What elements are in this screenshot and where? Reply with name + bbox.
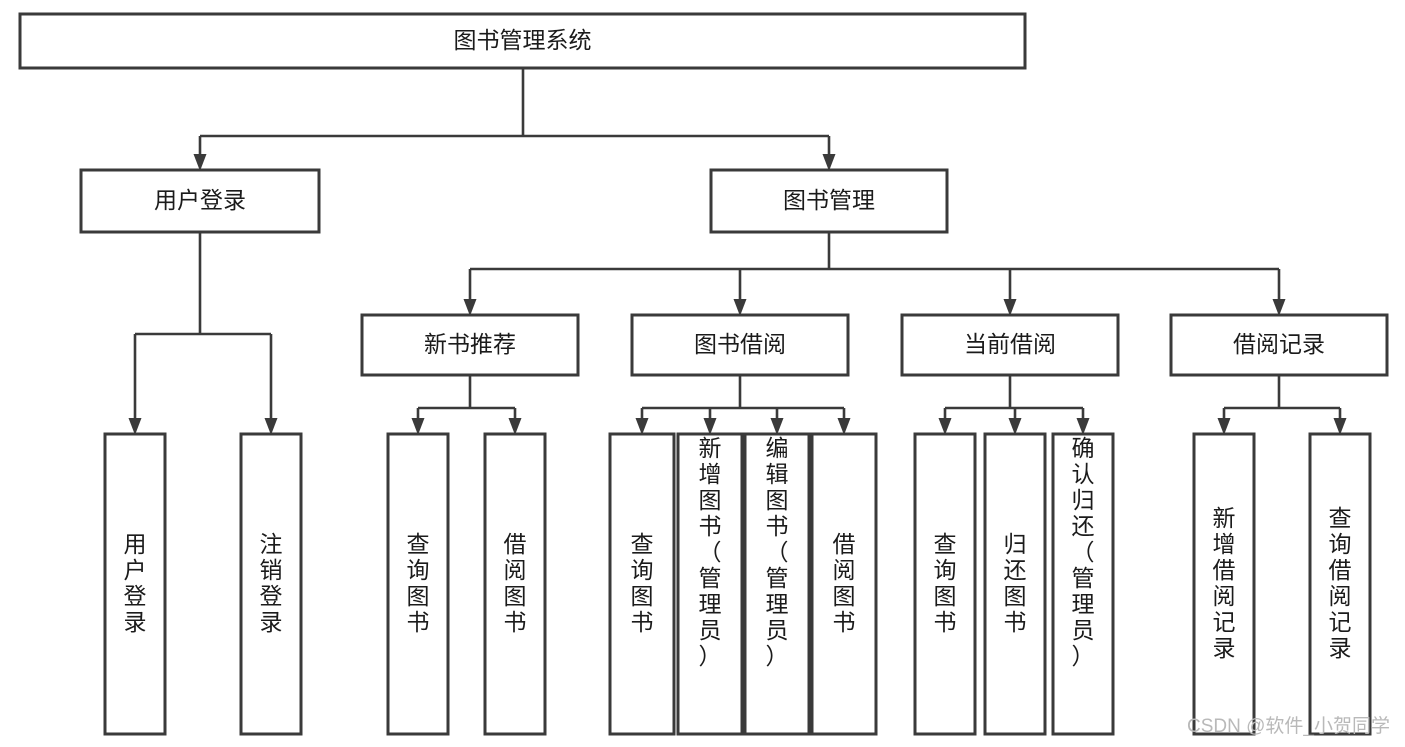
node-borrow-records[interactable]: 借阅记录 <box>1169 313 1389 377</box>
arrow-head-icon <box>1076 418 1090 435</box>
connector-new-book-recommend-to-leaves <box>411 375 522 435</box>
node-label: 归还图书 <box>1004 531 1027 635</box>
node-new-book-recommend[interactable]: 新书推荐 <box>360 313 580 377</box>
node-leaf-add-book[interactable]: 新增图书（管理员） <box>676 432 744 736</box>
arrow-head-icon <box>837 418 851 435</box>
node-label: 图书借阅 <box>694 331 786 357</box>
node-box[interactable] <box>810 432 878 736</box>
node-box[interactable] <box>900 313 1120 377</box>
node-label: 编辑图书（管理员） <box>766 435 789 669</box>
arrow-head-icon <box>733 299 747 316</box>
node-box[interactable] <box>743 432 811 736</box>
connector-user-login-to-leaves <box>128 232 278 435</box>
arrow-head-icon <box>635 418 649 435</box>
node-box[interactable] <box>913 432 977 736</box>
node-label: 查询图书 <box>407 531 430 635</box>
node-leaf-borrow-book[interactable]: 借阅图书 <box>810 432 878 736</box>
connector-layer <box>128 68 1347 435</box>
arrow-head-icon <box>1217 418 1231 435</box>
node-label: 图书管理 <box>783 187 875 213</box>
node-label: 借阅图书 <box>504 531 527 635</box>
node-label: 新增借阅记录 <box>1213 505 1236 661</box>
arrow-head-icon <box>1008 418 1022 435</box>
node-label: 用户登录 <box>154 187 246 213</box>
node-label: 新增图书（管理员） <box>699 435 722 669</box>
node-box[interactable] <box>983 432 1047 736</box>
node-box[interactable] <box>1169 313 1389 377</box>
node-leaf-user-login[interactable]: 用户登录 <box>103 432 167 736</box>
arrow-head-icon <box>128 418 142 435</box>
node-leaf-query-book-recommend[interactable]: 查询图书 <box>386 432 450 736</box>
node-leaf-add-borrow-record[interactable]: 新增借阅记录 <box>1192 432 1256 736</box>
node-leaf-edit-book[interactable]: 编辑图书（管理员） <box>743 432 811 736</box>
node-label: 当前借阅 <box>964 331 1056 357</box>
arrow-head-icon <box>1003 299 1017 316</box>
node-box[interactable] <box>676 432 744 736</box>
arrow-head-icon <box>938 418 952 435</box>
node-label: 新书推荐 <box>424 331 516 357</box>
arrow-head-icon <box>463 299 477 316</box>
node-label: 查询图书 <box>631 531 654 635</box>
node-user-login[interactable]: 用户登录 <box>79 168 321 234</box>
node-box[interactable] <box>386 432 450 736</box>
node-box[interactable] <box>709 168 949 234</box>
arrow-head-icon <box>1333 418 1347 435</box>
node-leaf-return-book[interactable]: 归还图书 <box>983 432 1047 736</box>
node-label: 查询借阅记录 <box>1329 505 1352 661</box>
arrow-head-icon <box>770 418 784 435</box>
node-leaf-confirm-return[interactable]: 确认归还（管理员） <box>1051 432 1115 736</box>
node-current-borrow[interactable]: 当前借阅 <box>900 313 1120 377</box>
node-leaf-query-borrow-record[interactable]: 查询借阅记录 <box>1308 432 1372 736</box>
connector-current-borrow-to-leaves <box>938 375 1090 435</box>
node-book-management[interactable]: 图书管理 <box>709 168 949 234</box>
node-label: 注销登录 <box>260 531 283 635</box>
node-label: 确认归还（管理员） <box>1072 435 1095 669</box>
node-leaf-query-book-borrow[interactable]: 查询图书 <box>608 432 676 736</box>
arrow-head-icon <box>1272 299 1286 316</box>
connector-root-to-level1 <box>193 68 836 171</box>
node-box[interactable] <box>360 313 580 377</box>
arrow-head-icon <box>822 154 836 171</box>
node-label: 借阅图书 <box>833 531 856 635</box>
node-layer: 图书管理系统用户登录图书管理新书推荐图书借阅当前借阅借阅记录用户登录注销登录查询… <box>18 12 1389 736</box>
node-leaf-borrow-book-recommend[interactable]: 借阅图书 <box>483 432 547 736</box>
node-box[interactable] <box>1192 432 1256 736</box>
arrow-head-icon <box>508 418 522 435</box>
arrow-head-icon <box>264 418 278 435</box>
arrow-head-icon <box>193 154 207 171</box>
connector-book-management-to-level2 <box>463 232 1286 316</box>
connector-book-borrow-to-leaves <box>635 375 851 435</box>
node-box[interactable] <box>1051 432 1115 736</box>
node-leaf-query-book-current[interactable]: 查询图书 <box>913 432 977 736</box>
node-book-borrow[interactable]: 图书借阅 <box>630 313 850 377</box>
node-box[interactable] <box>630 313 850 377</box>
node-box[interactable] <box>79 168 321 234</box>
node-leaf-logout[interactable]: 注销登录 <box>239 432 303 736</box>
node-box[interactable] <box>103 432 167 736</box>
connector-borrow-records-to-leaves <box>1217 375 1347 435</box>
node-box[interactable] <box>483 432 547 736</box>
node-label: 用户登录 <box>124 531 147 635</box>
csdn-watermark: CSDN @软件_小贺同学 <box>1187 715 1390 737</box>
node-root[interactable]: 图书管理系统 <box>18 12 1027 70</box>
node-box[interactable] <box>608 432 676 736</box>
node-box[interactable] <box>18 12 1027 70</box>
node-label: 图书管理系统 <box>454 27 592 53</box>
node-box[interactable] <box>239 432 303 736</box>
node-box[interactable] <box>1308 432 1372 736</box>
node-label: 查询图书 <box>934 531 957 635</box>
node-label: 借阅记录 <box>1233 331 1325 357</box>
arrow-head-icon <box>703 418 717 435</box>
arrow-head-icon <box>411 418 425 435</box>
